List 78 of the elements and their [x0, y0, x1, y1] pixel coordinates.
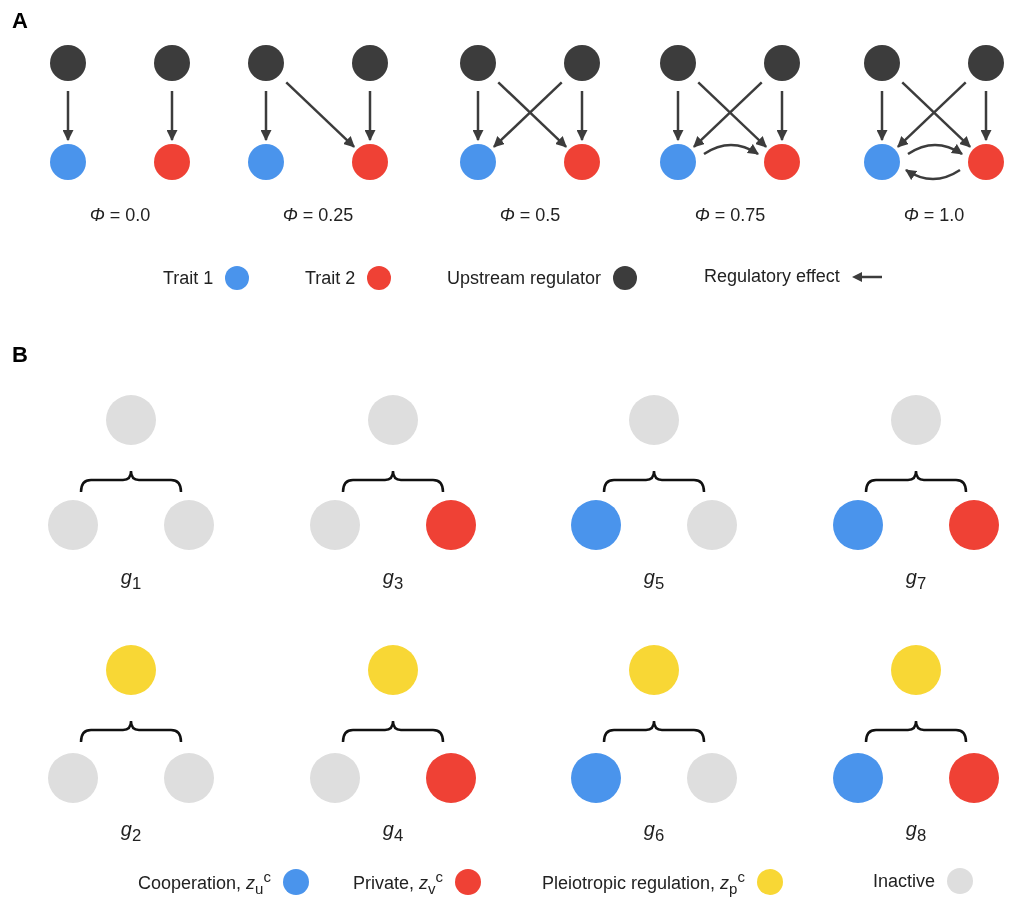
- circle-node: [564, 45, 600, 81]
- circle-node: [154, 144, 190, 180]
- circle-node: [248, 45, 284, 81]
- arrow: [472, 91, 484, 142]
- legend-label: Trait 2: [305, 267, 356, 289]
- circle-node: [352, 45, 388, 81]
- arrow: [672, 91, 684, 142]
- gene-label: g$_{6}$: [643, 818, 665, 846]
- phi-label: Φ = 0.0: [89, 205, 151, 226]
- circle-node: [50, 144, 86, 180]
- gene-label: g$_{4}$: [382, 818, 404, 846]
- legend-label: Regulatory effect: [704, 266, 840, 287]
- gene-label: g$_{1}$: [120, 566, 142, 594]
- circle-node: [629, 395, 679, 445]
- phi-label: Φ = 1.0: [903, 205, 965, 226]
- circle-node: [426, 500, 476, 550]
- legend-label: Trait 1: [163, 267, 214, 289]
- circle-node: [164, 753, 214, 803]
- circle-node: [687, 753, 737, 803]
- circle-node: [571, 753, 621, 803]
- gene-label: g$_{3}$: [382, 566, 404, 594]
- circle-node: [949, 500, 999, 550]
- circle-node: [968, 45, 1004, 81]
- circle-node: [106, 395, 156, 445]
- circle-node: [764, 45, 800, 81]
- circle-node: [48, 500, 98, 550]
- circle-node: [864, 144, 900, 180]
- circle-node: [50, 45, 86, 81]
- arrow: [905, 168, 961, 181]
- arrow: [260, 91, 272, 142]
- arrow: [166, 91, 178, 142]
- panel-label: A: [12, 8, 28, 34]
- circle-node: [352, 144, 388, 180]
- gene-label: g$_{2}$: [120, 818, 142, 846]
- circle-node: [833, 500, 883, 550]
- circle-node: [426, 753, 476, 803]
- gene-label: g$_{5}$: [643, 566, 665, 594]
- circle-node: [248, 144, 284, 180]
- circle-node: [106, 645, 156, 695]
- circle-node: [460, 144, 496, 180]
- circle-node: [891, 395, 941, 445]
- circle-node: [564, 144, 600, 180]
- circle-node: [864, 45, 900, 81]
- gene-label: g$_{8}$: [905, 818, 927, 846]
- circle-node: [833, 753, 883, 803]
- arrow: [703, 143, 759, 156]
- circle-node: [660, 45, 696, 81]
- panel-label: B: [12, 342, 28, 368]
- arrow: [776, 91, 788, 142]
- circle-node: [968, 144, 1004, 180]
- arrow: [980, 91, 992, 142]
- circle-node: [629, 645, 679, 695]
- gene-label: g$_{7}$: [905, 566, 927, 594]
- legend-label: Inactive: [873, 870, 936, 892]
- circle-node: [310, 753, 360, 803]
- circle-node: [460, 45, 496, 81]
- circle-node: [764, 144, 800, 180]
- arrow: [62, 91, 74, 142]
- phi-label: Φ = 0.25: [282, 205, 354, 226]
- circle-node: [164, 500, 214, 550]
- circle-node: [368, 395, 418, 445]
- arrow: [876, 91, 888, 142]
- circle-node: [48, 753, 98, 803]
- circle-node: [571, 500, 621, 550]
- phi-label: Φ = 0.75: [694, 205, 766, 226]
- arrow: [907, 143, 963, 156]
- phi-label: Φ = 0.5: [499, 205, 561, 226]
- circle-node: [368, 645, 418, 695]
- arrow: [364, 91, 376, 142]
- arrow: [576, 91, 588, 142]
- circle-node: [949, 753, 999, 803]
- legend-label: Upstream regulator: [447, 267, 602, 289]
- circle-node: [891, 645, 941, 695]
- circle-node: [687, 500, 737, 550]
- circle-node: [310, 500, 360, 550]
- circle-node: [660, 144, 696, 180]
- circle-node: [154, 45, 190, 81]
- arrow: [285, 81, 355, 148]
